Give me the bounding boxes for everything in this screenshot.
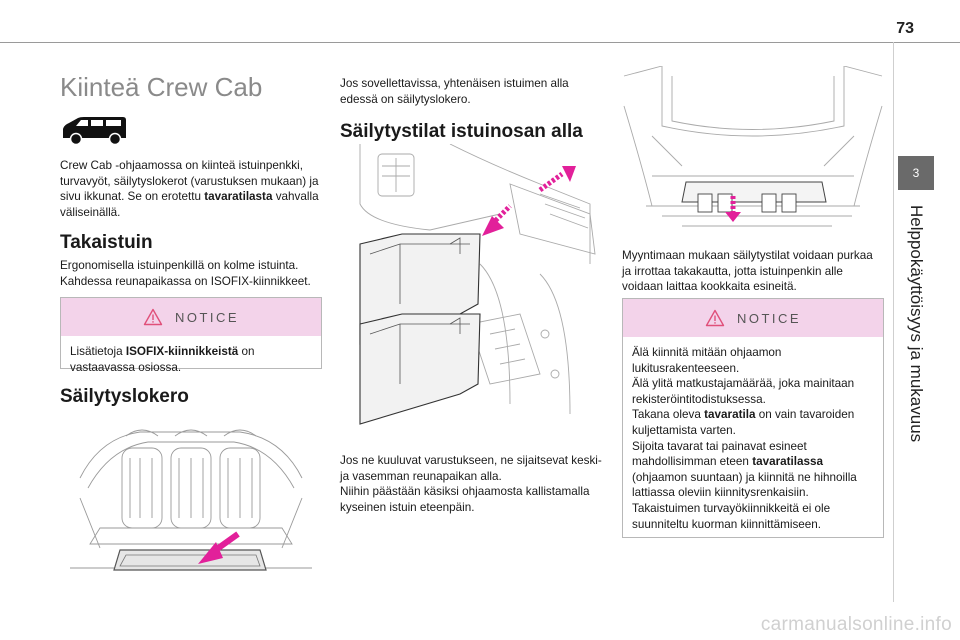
rear-seat-heading: Takaistuin [60,232,153,253]
notice-box-cargo: NOTICE Älä kiinnitä mitään ohjaamon luki… [622,298,884,538]
notice-text: Lisätietoja ISOFIX-kiinnikkeistä on vast… [70,345,255,374]
sidebar-divider [893,42,894,602]
bench-storage-illustration [70,429,312,571]
notice-box-isofix: NOTICE Lisätietoja ISOFIX-kiinnikkeistä … [60,297,322,374]
intro-paragraph: Crew Cab -ohjaamossa on kiinteä istuinpe… [60,159,319,219]
notice-line-4: Sijoita tavarat tai painavat esineet mah… [632,439,857,500]
column2-intro: Jos sovellettavissa, yhtenäisen istuimen… [340,77,569,106]
warning-triangle-icon [705,309,725,327]
page-number: 73 [896,20,914,37]
top-divider [0,42,960,43]
notice-line-5: Takaistuimen turvayökiinnikkeitä ei ole … [632,501,831,531]
notice-line-3: Takana oleva tavaratila on vain tavaroid… [632,408,855,437]
column3-paragraph: Myyntimaan mukaan säilytystilat voidaan … [622,249,873,294]
notice-label: NOTICE [174,309,240,325]
storage-heading: Säilytyslokero [60,386,189,407]
notice-line-2: Älä ylitä matkustajamäärää, joka mainita… [632,377,855,406]
footer-watermark[interactable]: carmanualsonline.info [760,614,952,635]
rear-seat-text: Ergonomisella istuinpenkillä on kolme is… [60,259,311,288]
chapter-title-text: Helppokäyttöisyys ja mukavuus [907,205,926,443]
under-seat-storage-heading: Säilytystilat istuinosan alla [340,121,583,142]
notice-line-1: Älä kiinnitä mitään ohjaamon lukitusrake… [632,346,782,375]
notice-text: Älä kiinnitä mitään ohjaamon lukitusrake… [623,337,883,540]
under-seat-storage-illustration [359,144,596,425]
rear-storage-illustration [623,66,883,227]
column2-paragraph-1: Jos ne kuuluvat varustukseen, ne sijaits… [340,454,602,483]
notice-label: NOTICE [736,310,802,326]
notice-header: NOTICE [623,299,883,337]
chapter-number: 3 [912,166,920,180]
chapter-title: Helppokäyttöisyys ja mukavuus [904,205,926,445]
warning-triangle-icon [143,308,163,326]
chapter-tab[interactable]: 3 [898,156,934,190]
page-title: Kiinteä Crew Cab [60,72,263,102]
van-side-icon [63,117,126,146]
notice-header: NOTICE [61,298,321,336]
column2-paragraph-2: Niihin päästään käsiksi ohjaamosta kalli… [340,485,590,514]
